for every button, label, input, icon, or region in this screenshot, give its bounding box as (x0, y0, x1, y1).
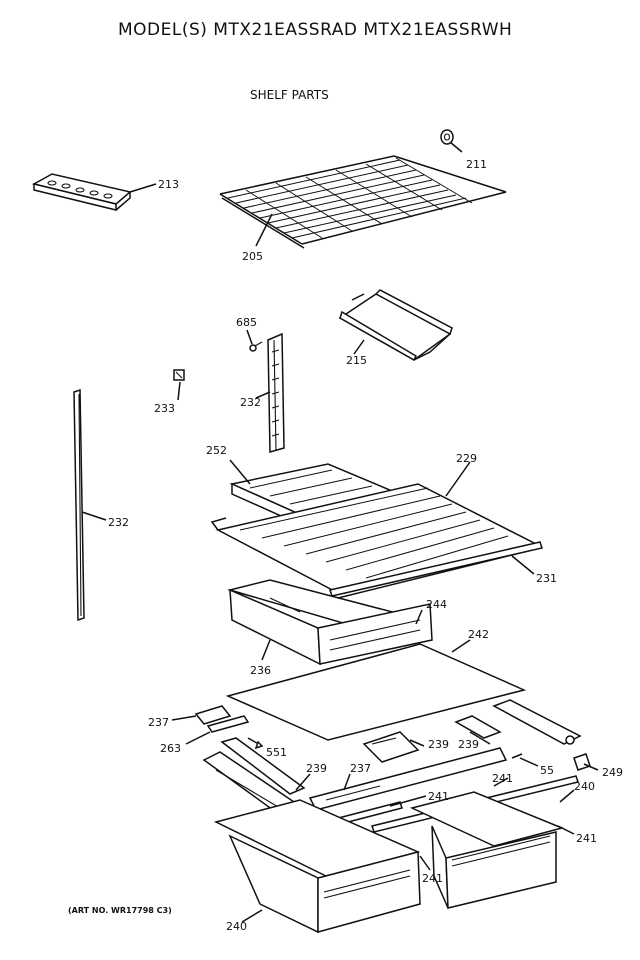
part-240-right-crisper-pan (409, 791, 565, 909)
art-number: (ART NO. WR17798 C3) (68, 906, 172, 915)
part-685-screw (249, 341, 263, 352)
part-239-center-bracket (362, 731, 420, 763)
callout-232-short: 232 (240, 396, 261, 409)
part-239-right-slide (454, 699, 582, 745)
callout-233: 233 (154, 402, 175, 415)
callout-252: 252 (206, 444, 227, 457)
callout-240-right: 240 (574, 780, 595, 793)
callout-239-right: 239 (458, 738, 479, 751)
callout-241-right: 241 (576, 832, 597, 845)
part-229-252-231-shelf-frame (210, 463, 543, 599)
callout-215: 215 (346, 354, 367, 367)
callout-249: 249 (602, 766, 623, 779)
callout-labels: 211 213 205 685 215 233 232 232 252 229 … (108, 158, 623, 933)
callout-236: 236 (250, 664, 271, 677)
part-211-knob (440, 129, 454, 145)
callout-242: 242 (468, 628, 489, 641)
callout-231: 231 (536, 572, 557, 585)
part-233-clip (173, 369, 185, 381)
section-title: SHELF PARTS (250, 88, 329, 102)
part-213-egg-tray (31, 173, 132, 211)
callout-237-front: 237 (350, 762, 371, 775)
part-215-bin (338, 289, 453, 362)
callout-239-left: 239 (306, 762, 327, 775)
callout-205: 205 (242, 250, 263, 263)
part-240-left-crisper-pan (213, 799, 421, 934)
callout-239-center: 239 (428, 738, 449, 751)
callout-241-lower: 241 (422, 872, 443, 885)
callout-240-left: 240 (226, 920, 247, 933)
part-232-long-rail (73, 388, 85, 622)
callout-685: 685 (236, 316, 257, 329)
part-249-clip (573, 753, 591, 771)
callout-551-right: 55 (540, 764, 554, 777)
part-551-right-clip (511, 753, 523, 759)
callout-213: 213 (158, 178, 179, 191)
callout-241-upper: 241 (492, 772, 513, 785)
callout-229: 229 (456, 452, 477, 465)
model-title: MODEL(S) MTX21EASSRAD MTX21EASSRWH (118, 20, 513, 40)
part-205-wire-shelf (219, 155, 507, 249)
part-242-glass-panel (225, 643, 527, 741)
diagram-header: MODEL(S) MTX21EASSRAD MTX21EASSRWH SHELF… (0, 0, 640, 110)
callout-244: 244 (426, 598, 447, 611)
callout-211: 211 (466, 158, 487, 171)
callout-241-middle: 241 (428, 790, 449, 803)
callout-232-long: 232 (108, 516, 129, 529)
part-237-left-bracket (194, 705, 232, 725)
callout-237-left: 237 (148, 716, 169, 729)
part-232-short-rail (267, 332, 285, 453)
leader-lines (81, 141, 599, 923)
callout-263: 263 (160, 742, 181, 755)
part-263-left-slide (206, 715, 264, 750)
callout-551-left: 551 (266, 746, 287, 759)
part-236-pan-frame (227, 579, 433, 666)
